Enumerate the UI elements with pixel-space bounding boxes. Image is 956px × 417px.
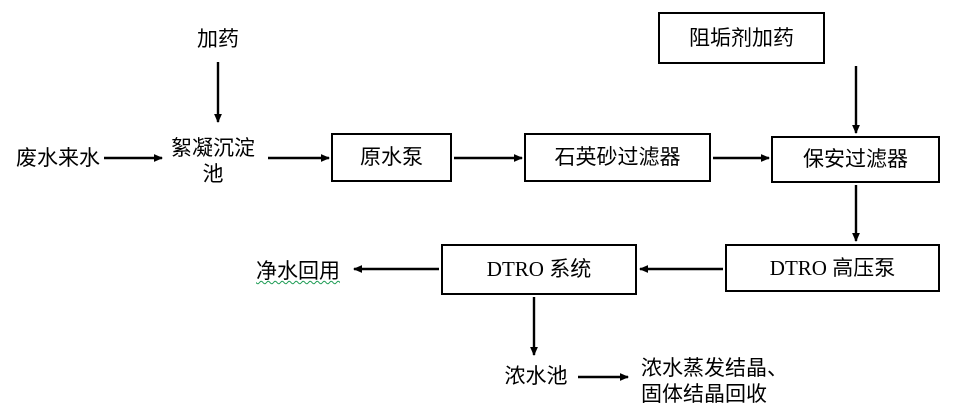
- node-influent: 废水来水: [8, 142, 108, 174]
- node-label: 浓水蒸发结晶、 固体结晶回收: [641, 355, 788, 406]
- node-label: 保安过滤器: [803, 147, 908, 172]
- node-label: 原水泵: [360, 145, 423, 170]
- node-label: 絮凝沉淀 池: [171, 135, 255, 186]
- node-raw-water-pump: 原水泵: [331, 133, 452, 182]
- node-brine-recovery: 浓水蒸发结晶、 固体结晶回收: [641, 350, 817, 412]
- node-label: DTRO 高压泵: [769, 255, 896, 280]
- node-label: 净水回用: [256, 258, 340, 283]
- node-label: 废水来水: [16, 145, 100, 170]
- node-brine-pond: 浓水池: [500, 360, 572, 392]
- node-label: 阻垢剂加药: [689, 25, 794, 50]
- node-label: DTRO 系统: [486, 257, 592, 282]
- node-antiscalant: 阻垢剂加药: [658, 12, 825, 64]
- node-clean-water: 净水回用: [250, 255, 346, 287]
- node-dosing: 加药: [188, 22, 248, 56]
- node-label: 浓水池: [504, 363, 568, 388]
- node-label: 石英砂过滤器: [554, 145, 681, 170]
- node-dtro-system: DTRO 系统: [441, 244, 637, 295]
- node-coag-sed: 絮凝沉淀 池: [166, 130, 260, 192]
- node-security-filter: 保安过滤器: [771, 136, 940, 183]
- node-dtro-hp-pump: DTRO 高压泵: [725, 244, 940, 292]
- node-label: 加药: [197, 26, 239, 51]
- node-quartz-filter: 石英砂过滤器: [524, 133, 711, 182]
